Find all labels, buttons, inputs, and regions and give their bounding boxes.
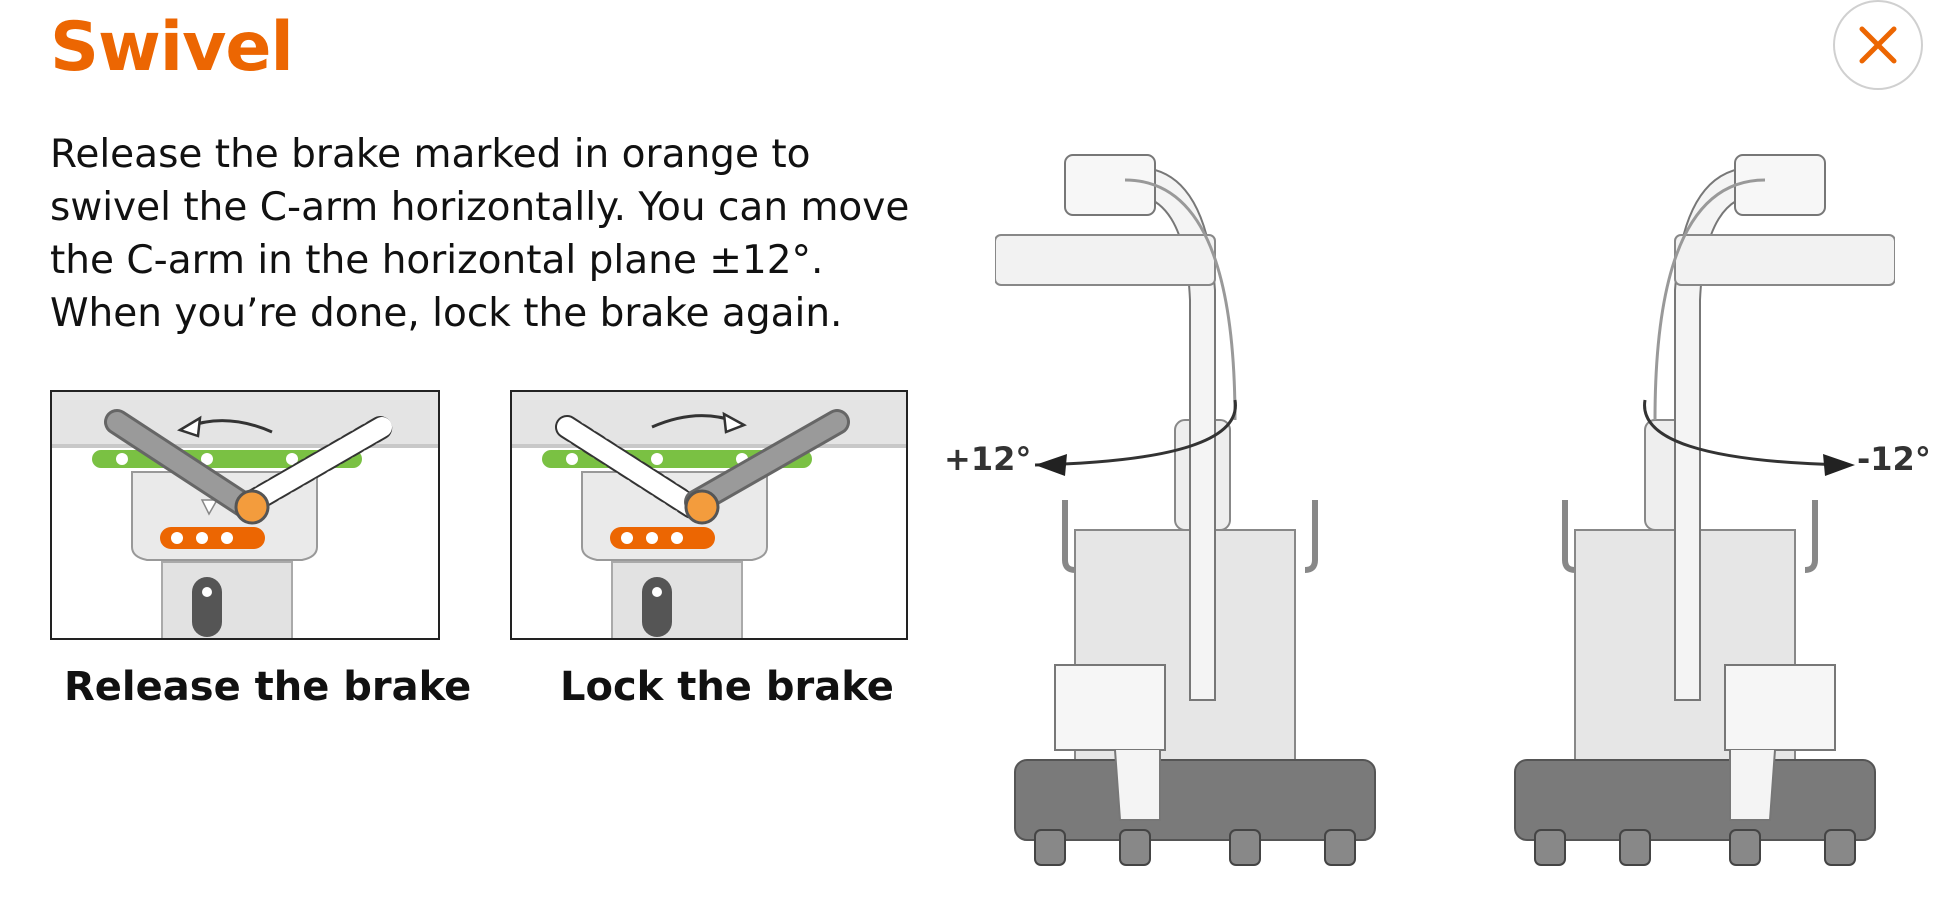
c-arm-swivel-left-illustration <box>994 140 1395 884</box>
lock-brake-caption: Lock the brake <box>560 664 894 710</box>
angle-plus-label: +12° <box>944 440 1032 478</box>
brake-lock-illustration <box>510 390 908 640</box>
instruction-text: Release the brake marked in orange to sw… <box>50 128 950 340</box>
instruction-line: the C-arm in the horizontal plane ±12°. <box>50 238 824 283</box>
close-button[interactable] <box>1833 0 1923 90</box>
brake-release-illustration <box>50 390 440 640</box>
release-brake-caption: Release the brake <box>64 664 472 710</box>
instruction-line: Release the brake marked in orange to <box>50 132 811 177</box>
page-title: Swivel <box>50 8 294 87</box>
close-icon <box>1859 26 1897 64</box>
angle-minus-label: -12° <box>1857 440 1931 478</box>
c-arm-swivel-right-illustration <box>1495 140 1896 884</box>
instruction-line: When you’re done, lock the brake again. <box>50 291 843 336</box>
instruction-line: swivel the C-arm horizontally. You can m… <box>50 185 910 230</box>
